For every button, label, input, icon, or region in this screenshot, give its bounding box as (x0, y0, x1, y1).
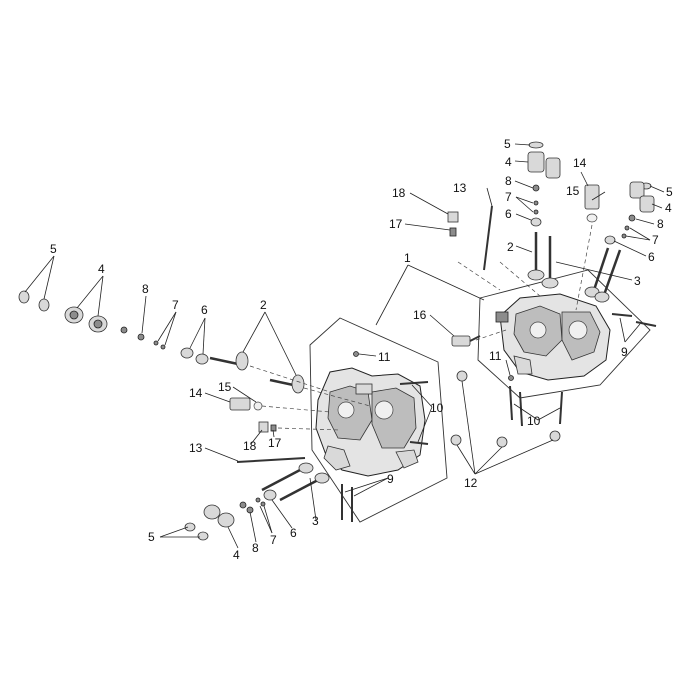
callout-6-left: 6 (201, 303, 208, 317)
leader-1a (375, 264, 409, 326)
leader-1b (407, 264, 485, 301)
callout-17-front: 17 (268, 436, 282, 450)
callout-6-rear-right: 6 (648, 250, 655, 264)
callout-14-rear: 14 (573, 156, 587, 170)
callout-8-left: 8 (142, 282, 149, 296)
nuts-12 (450, 370, 561, 448)
callout-9-front: 9 (387, 472, 394, 486)
front-exhaust-valve (269, 374, 305, 394)
front-studs-9 (341, 484, 353, 522)
callout-7-left: 7 (172, 298, 179, 312)
callout-8-bottom: 8 (252, 541, 259, 555)
callout-3-rear: 3 (634, 274, 641, 288)
dashed-assembly-lines (249, 224, 593, 431)
callout-14-front: 14 (189, 386, 203, 400)
front-studs-10 (399, 381, 429, 445)
callout-7-rear-right: 7 (652, 233, 659, 247)
callout-5-rear: 5 (504, 137, 511, 151)
callout-15-rear: 15 (566, 184, 580, 198)
callout-18-rear: 18 (392, 186, 406, 200)
callout-16: 16 (413, 308, 427, 322)
callout-1: 1 (404, 251, 411, 265)
rear-valve-stack-right (584, 181, 655, 303)
callout-5-bottom: 5 (148, 530, 155, 544)
callout-11-front: 11 (378, 350, 391, 364)
callout-5-left: 5 (50, 242, 57, 256)
front-dowel-11 (353, 351, 359, 357)
callout-5-rear-right: 5 (666, 185, 673, 199)
front-valve-guide (229, 397, 263, 411)
callout-17-rear: 17 (389, 217, 403, 231)
callout-8-rear-right: 8 (657, 217, 664, 231)
callout-6-rear: 6 (505, 207, 512, 221)
front-cylinder-head (315, 367, 426, 477)
callout-6-bottom: 6 (290, 526, 297, 540)
callout-13-front: 13 (189, 441, 203, 455)
callout-13-rear: 13 (453, 181, 467, 195)
front-stud-13 (236, 457, 306, 463)
rear-cylinder-head (495, 293, 611, 381)
callout-4-left: 4 (98, 262, 105, 276)
callout-10-rear: 10 (527, 414, 541, 428)
left-cotters (153, 340, 166, 350)
callout-11-rear: 11 (489, 349, 502, 363)
callout-labels: 1 2 2 3 3 4 4 4 4 5 5 5 5 6 6 6 6 7 7 7 … (50, 137, 673, 562)
callout-4-rear-right: 4 (665, 201, 672, 215)
callout-18-front: 18 (243, 439, 257, 453)
callout-10-front: 10 (430, 401, 444, 415)
rear-bolt-18-17 (447, 211, 459, 237)
callout-8-rear: 8 (505, 174, 512, 188)
left-valve-caps (18, 290, 50, 312)
callout-15-front: 15 (218, 380, 232, 394)
left-spring-seats (120, 326, 145, 341)
rear-sensor-16 (451, 335, 481, 347)
callout-12: 12 (464, 476, 478, 490)
callout-9-rear: 9 (621, 345, 628, 359)
rear-stud-13 (483, 205, 493, 271)
left-valve-springs (64, 306, 108, 333)
callout-4-rear: 4 (505, 155, 512, 169)
assembly-frame-rear (477, 269, 651, 399)
front-intake-valve (209, 351, 249, 371)
assembly-frame-front (309, 317, 448, 523)
left-washers (180, 347, 209, 365)
callout-2-front: 2 (260, 298, 267, 312)
callout-2-rear: 2 (507, 240, 514, 254)
callout-7-bottom: 7 (270, 533, 277, 547)
front-lower-spring-parts (184, 489, 277, 541)
rear-studs-9 (611, 313, 657, 327)
leader-lines (24, 143, 665, 549)
rear-dowel-11 (508, 375, 514, 381)
rear-valve-stack-left (527, 141, 561, 289)
callout-7-rear: 7 (505, 190, 512, 204)
front-lower-valves (261, 462, 330, 502)
callout-3-front: 3 (312, 514, 319, 528)
rear-valve-guide-14 (584, 184, 600, 223)
callout-4-bottom: 4 (233, 548, 240, 562)
